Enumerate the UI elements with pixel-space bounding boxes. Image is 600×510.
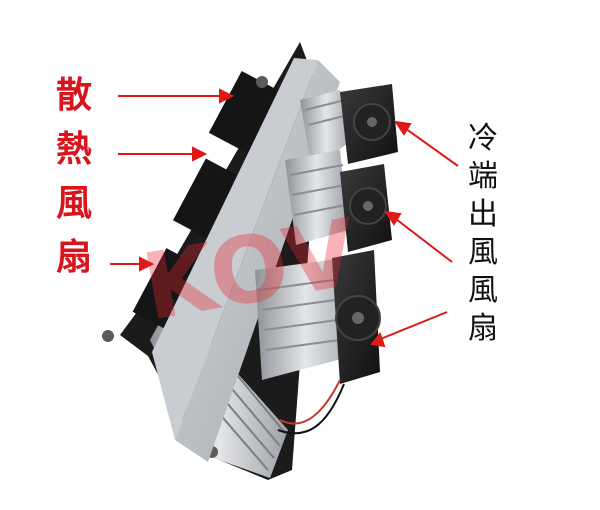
left-label-char-2: 熱 (55, 129, 92, 170)
right-arrows (370, 120, 459, 348)
right-label-char-2: 端 (468, 159, 498, 194)
left-arrows (110, 88, 235, 272)
right-label-char-4: 風 (468, 235, 498, 270)
right-label-char-3: 出 (468, 197, 498, 232)
plate-edge (152, 58, 318, 440)
fan-wires (277, 379, 345, 435)
left-label-char-3: 風 (55, 183, 92, 224)
left-label-char-1: 散 (55, 75, 92, 116)
right-label-char-6: 扇 (468, 311, 498, 346)
cold-side-fans (332, 84, 398, 384)
right-label-char-1: 冷 (468, 121, 498, 156)
right-label-char-5: 風 (468, 273, 498, 308)
left-label-char-4: 扇 (55, 237, 92, 278)
cold-side-heatsinks (255, 90, 356, 380)
